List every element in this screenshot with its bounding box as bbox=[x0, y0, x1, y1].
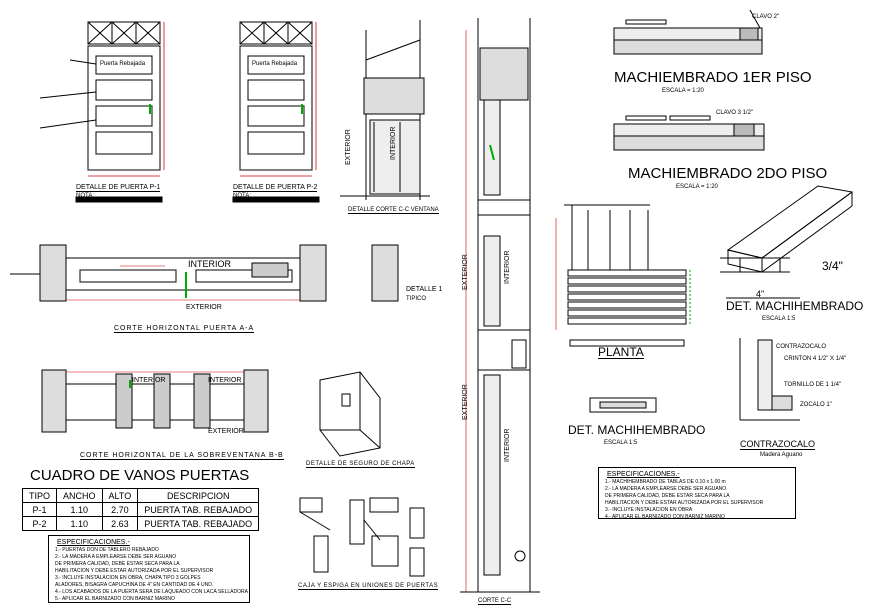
vanos-table: TIPO ANCHO ALTO DESCRIPCION P-1 1.10 2.7… bbox=[21, 488, 260, 531]
caja-title: CAJA Y ESPIGA EN UNIONES DE PUERTAS bbox=[298, 583, 439, 590]
door-p1-elevation bbox=[39, 21, 165, 203]
det-mach-scale: ESCALA 1:5 bbox=[762, 316, 796, 322]
spec-doors-title: ESPECIFICACIONES.- bbox=[57, 539, 130, 546]
spec-box-floor: ESPECIFICACIONES.- 1.- MACHIHEMBRADO DE … bbox=[598, 467, 796, 520]
aa-detail-label: DETALLE 1 bbox=[406, 286, 443, 293]
aa-interior-label: INTERIOR bbox=[188, 259, 232, 269]
bb-interior-right: INTERIOR bbox=[208, 377, 242, 384]
caja-espiga-details bbox=[299, 497, 425, 577]
aa-detail-sub: TIPICO bbox=[406, 296, 427, 302]
aa-section-title: CORTE HORIZONTAL PUERTA A-A bbox=[114, 325, 255, 333]
table-cell: 2.63 bbox=[101, 516, 139, 531]
spec-line: HABILITACION Y DEBE ESTAR AUTORIZADA POR… bbox=[605, 500, 764, 506]
table-row: P-1 1.10 2.70 PUERTA TAB. REBAJADO bbox=[21, 502, 260, 517]
spec-line: 2.- LA MADERA A EMPLEARSE DEBE SER AGUAN… bbox=[605, 486, 727, 492]
spec-line: 1.- MACHIHEMBRADO DE TABLAS DE 0.10 x 1.… bbox=[605, 479, 726, 485]
mach2-callout: CLAVO 3 1/2" bbox=[716, 110, 754, 116]
bb-exterior-label: EXTERIOR bbox=[208, 428, 244, 435]
section-cc-vertical bbox=[460, 18, 540, 593]
corte-aa-plan bbox=[10, 244, 399, 302]
table-cell: 1.10 bbox=[56, 502, 103, 517]
contrazocalo-note2: TORNILLO DE 1 1/4" bbox=[784, 382, 842, 388]
planta-title: PLANTA bbox=[598, 345, 644, 359]
spec-line: 1.- PUERTAS DON DE TABLERO REBAJADO bbox=[55, 547, 159, 553]
window-exterior-label: EXTERIOR bbox=[345, 129, 352, 165]
bb-section-title: CORTE HORIZONTAL DE LA SOBREVENTANA B-B bbox=[80, 452, 284, 460]
spec-line: DE PRIMERA CALIDAD, DEBE ESTAR SECA PARA… bbox=[605, 493, 730, 499]
mach2-title: MACHIEMBRADO 2DO PISO bbox=[628, 165, 828, 182]
table-cell: PUERTA TAB. REBAJADO bbox=[137, 502, 260, 517]
vanos-col-alto: ALTO bbox=[101, 488, 139, 503]
door-p2-elevation bbox=[232, 21, 320, 203]
cc-exterior-bottom: EXTERIOR bbox=[462, 384, 469, 420]
machiembrado-2do-piso bbox=[613, 115, 765, 151]
det-mach-title: DET. MACHIHEMBRADO bbox=[726, 299, 864, 313]
spec-line: 4.- APLICAR EL BARNIZADO CON BARNIZ MARI… bbox=[605, 514, 725, 520]
window-section-cc bbox=[340, 20, 430, 200]
door-p2-panel-text: Puerta Rebajada bbox=[252, 61, 298, 67]
vanos-col-tipo: TIPO bbox=[21, 488, 58, 503]
table-cell: PUERTA TAB. REBAJADO bbox=[137, 516, 260, 531]
contrazocalo-label: CONTRAZOCALO bbox=[776, 344, 827, 350]
spec-line: HABILITACION Y DEBE ESTAR AUTORIZADA POR… bbox=[55, 568, 214, 574]
mach1-callout: CLAVO 2" bbox=[752, 14, 780, 20]
door-p2-title: DETALLE DE PUERTA P-2 bbox=[233, 184, 318, 192]
contrazocalo-title: CONTRAZOCALO bbox=[740, 439, 816, 450]
det-machihembrado-small bbox=[589, 397, 657, 413]
spec-line: 5.- APLICAR EL BARNIZADO CON BARNIZ MARI… bbox=[55, 596, 175, 602]
spec-line: DE PRIMERA CALIDAD, DEBE ESTAR SECA PARA… bbox=[55, 561, 180, 567]
planta-plan bbox=[555, 204, 691, 347]
seguro-title: DETALLE DE SEGURO DE CHAPA bbox=[306, 461, 415, 468]
table-cell: P-2 bbox=[21, 516, 58, 531]
contrazocalo-section bbox=[739, 338, 800, 421]
aa-exterior-label: EXTERIOR bbox=[186, 304, 222, 311]
table-cell: P-1 bbox=[21, 502, 58, 517]
cc-interior-top: INTERIOR bbox=[504, 250, 511, 284]
spec-floor-title: ESPECIFICACIONES.- bbox=[607, 471, 680, 478]
det-mach2-title: DET. MACHIHEMBRADO bbox=[568, 423, 706, 437]
door-p1-note: NOTA: bbox=[76, 193, 94, 199]
spec-line: 3.- INCLUYE INSTALACION EN OBRA, CHAPA T… bbox=[55, 575, 201, 581]
mach1-scale: ESCALA = 1:20 bbox=[662, 88, 704, 94]
contrazocalo-sub: Madera Aguano bbox=[760, 452, 803, 458]
table-cell: 1.10 bbox=[56, 516, 103, 531]
bb-interior-left: INTERIOR bbox=[132, 377, 166, 384]
contrazocalo-note1: CRINTON 4 1/2" X 1/4" bbox=[784, 356, 847, 362]
cc-interior-bottom: INTERIOR bbox=[504, 428, 511, 462]
window-section-title: DETALLE CORTE C-C VENTANA bbox=[348, 207, 439, 214]
spec-line: 3.- INCLUYE INSTALACION EN OBRA bbox=[605, 507, 693, 513]
machiembrado-1er-piso bbox=[613, 9, 763, 55]
table-row: P-2 1.10 2.63 PUERTA TAB. REBAJADO bbox=[21, 516, 260, 531]
contrazocalo-note3: ZOCALO 1" bbox=[800, 402, 832, 408]
det-machihembrado-board bbox=[720, 185, 854, 299]
vanos-col-descripcion: DESCRIPCION bbox=[137, 488, 260, 503]
mach1-title: MACHIEMBRADO 1ER PISO bbox=[614, 69, 812, 86]
det-mach-dim-thick: 3/4" bbox=[822, 259, 843, 273]
spec-line: 4.- LOS ACABADOS DE LA PUERTA SERA DE LA… bbox=[55, 589, 248, 595]
spec-box-doors: ESPECIFICACIONES.- 1.- PUERTAS DON DE TA… bbox=[48, 535, 250, 603]
door-p1-panel-text: Puerta Rebajada bbox=[100, 61, 146, 67]
window-interior-label: INTERIOR bbox=[390, 126, 397, 160]
spec-line: ALADORES, BISAGRA CAPUCHINA DE 4" EN CAN… bbox=[55, 582, 214, 588]
table-cell: 2.70 bbox=[101, 502, 139, 517]
mach2-scale: ESCALA = 1:20 bbox=[676, 184, 718, 190]
door-p1-title: DETALLE DE PUERTA P-1 bbox=[76, 184, 161, 192]
cc-exterior-top: EXTERIOR bbox=[462, 254, 469, 290]
det-mach2-scale: ESCALA 1:5 bbox=[604, 440, 638, 446]
cc-section-title: CORTE C-C bbox=[478, 598, 512, 605]
spec-line: 2.- LA MADERA A EMPLEARSE DEBE SER AGUAN… bbox=[55, 554, 177, 560]
door-p2-note: NOTA: bbox=[233, 193, 251, 199]
seguro-chapa-isometric bbox=[319, 371, 381, 457]
vanos-col-ancho: ANCHO bbox=[56, 488, 103, 503]
corte-bb-plan bbox=[41, 369, 269, 433]
vanos-table-title: CUADRO DE VANOS PUERTAS bbox=[30, 467, 250, 484]
det-mach-dim-width: 4" bbox=[756, 289, 765, 299]
vanos-table-header-row: TIPO ANCHO ALTO DESCRIPCION bbox=[21, 488, 260, 503]
